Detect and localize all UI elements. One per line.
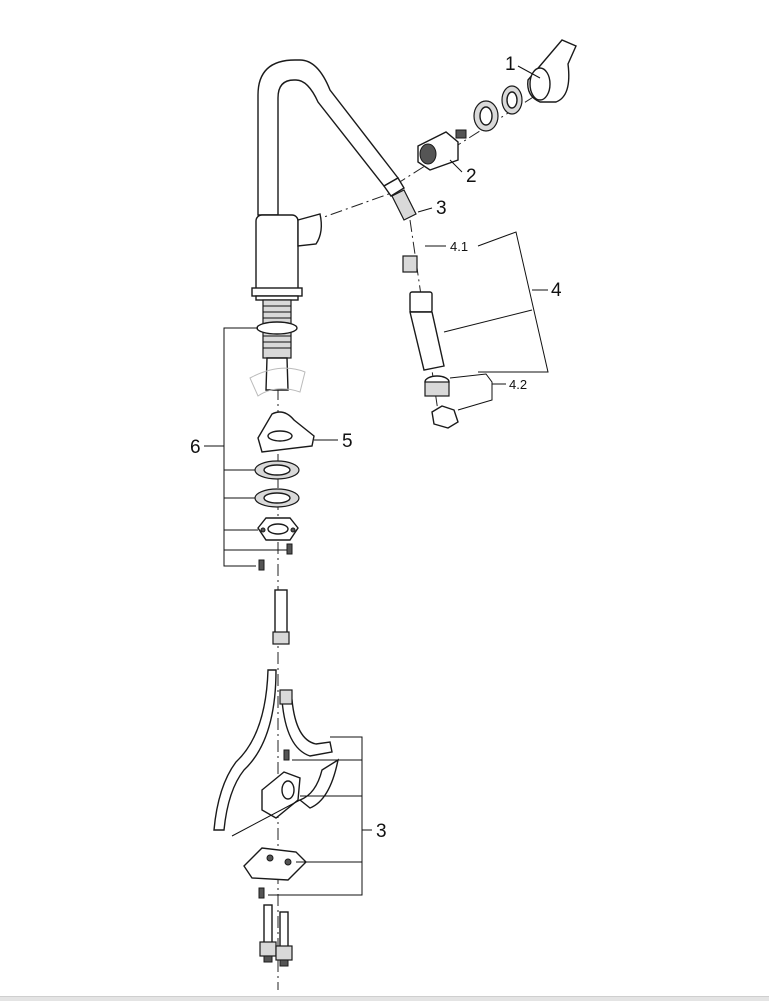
label-part-1: 1 [505, 54, 516, 75]
label-part-4-2: 4.2 [509, 377, 527, 392]
spray-nut [402, 255, 418, 273]
faucet-body [251, 213, 323, 301]
spray-adapter [424, 375, 450, 397]
mounting-bracket [257, 411, 315, 453]
mounting-screws [258, 543, 293, 571]
faucet-spout [257, 59, 405, 216]
spray-wand [409, 291, 445, 371]
label-part-4: 4 [551, 280, 562, 301]
label-part-6: 6 [190, 437, 201, 458]
cartridge [417, 129, 467, 171]
counterweight [261, 749, 301, 819]
bottom-scroll-edge [0, 996, 769, 1001]
mounting-flange [257, 517, 299, 541]
supply-hoses [259, 904, 293, 967]
washers [254, 460, 300, 508]
threaded-shank [256, 299, 298, 391]
label-part-2: 2 [466, 166, 477, 187]
retaining-rings [473, 85, 523, 132]
hose-guide [243, 847, 307, 899]
lever-handle [527, 39, 577, 103]
label-part-5: 5 [342, 431, 353, 452]
leader-lines [204, 65, 549, 896]
label-part-3-bottom: 3 [376, 821, 387, 842]
label-part-4-1: 4.1 [450, 239, 468, 254]
hose-connector [391, 189, 417, 221]
spray-clip [431, 405, 459, 429]
center-stud [272, 589, 290, 645]
label-part-3-top: 3 [436, 198, 447, 219]
counter-outline [249, 367, 306, 397]
